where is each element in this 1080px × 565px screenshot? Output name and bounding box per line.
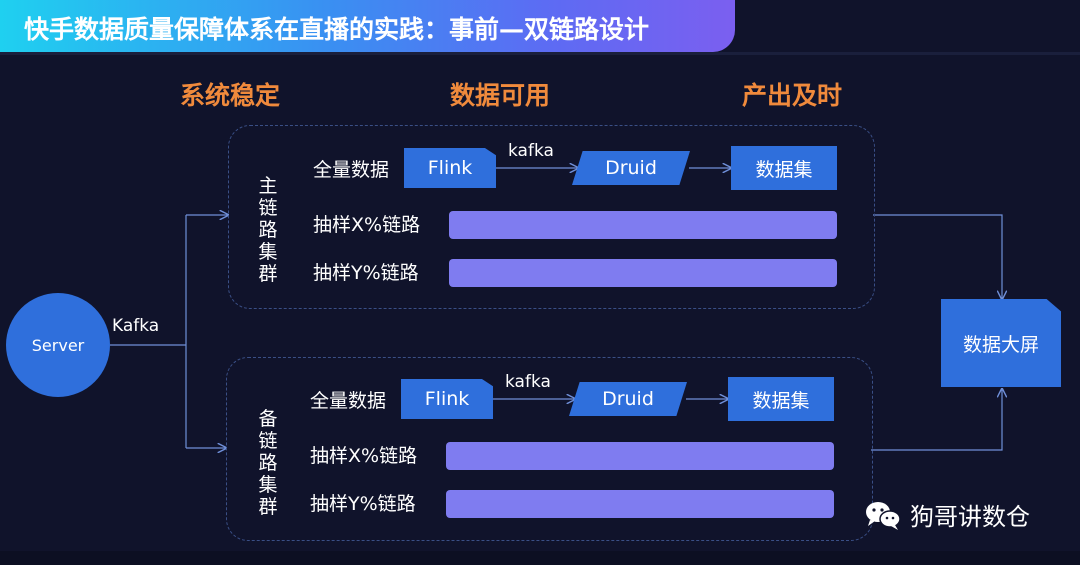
- arrow-main-to-screen: [873, 214, 1002, 299]
- backup-sample-y-label: 抽样Y%链路: [310, 493, 416, 515]
- wechat-icon: [866, 501, 901, 530]
- main-sample-x-bar: [449, 211, 837, 239]
- backup-flink-node: Flink: [401, 379, 493, 419]
- main-sample-x-label: 抽样X%链路: [313, 214, 421, 236]
- main-flink-node: Flink: [404, 148, 496, 188]
- watermark-text: 狗哥讲数仓: [910, 503, 1030, 531]
- main-full-data-label: 全量数据: [313, 159, 390, 181]
- main-cluster-label: 主链路集群: [258, 175, 278, 285]
- title-bar: 快手数据质量保障体系在直播的实践：事前—双链路设计: [0, 0, 735, 52]
- backup-kafka-label: kafka: [505, 372, 551, 392]
- server-node: Server: [6, 293, 110, 397]
- heading-output-timely: 产出及时: [742, 81, 843, 110]
- top-divider: [0, 52, 1080, 55]
- backup-sample-x-bar: [446, 442, 834, 470]
- main-sample-y-label: 抽样Y%链路: [313, 262, 419, 284]
- heading-system-stable: 系统稳定: [180, 81, 281, 110]
- backup-cluster: [226, 357, 873, 541]
- backup-druid-node: Druid: [569, 382, 687, 416]
- backup-sample-y-bar: [446, 490, 834, 518]
- big-screen-node: 数据大屏: [941, 299, 1061, 387]
- main-kafka-label: kafka: [508, 141, 554, 161]
- backup-sample-x-label: 抽样X%链路: [310, 445, 418, 467]
- main-sample-y-bar: [449, 259, 837, 287]
- main-cluster: [228, 125, 875, 309]
- arrow-backup-to-screen: [871, 389, 1002, 451]
- page-title: 快手数据质量保障体系在直播的实践：事前—双链路设计: [24, 15, 650, 44]
- kafka-input-label: Kafka: [112, 316, 160, 336]
- backup-dataset-node: 数据集: [728, 377, 834, 421]
- watermark: 狗哥讲数仓: [864, 497, 1030, 532]
- backup-cluster-label: 备链路集群: [258, 408, 278, 518]
- main-druid-node: Druid: [572, 151, 690, 185]
- backup-full-data-label: 全量数据: [310, 390, 387, 412]
- bottom-strip: [0, 551, 1080, 565]
- heading-data-available: 数据可用: [450, 81, 551, 110]
- main-dataset-node: 数据集: [731, 146, 837, 190]
